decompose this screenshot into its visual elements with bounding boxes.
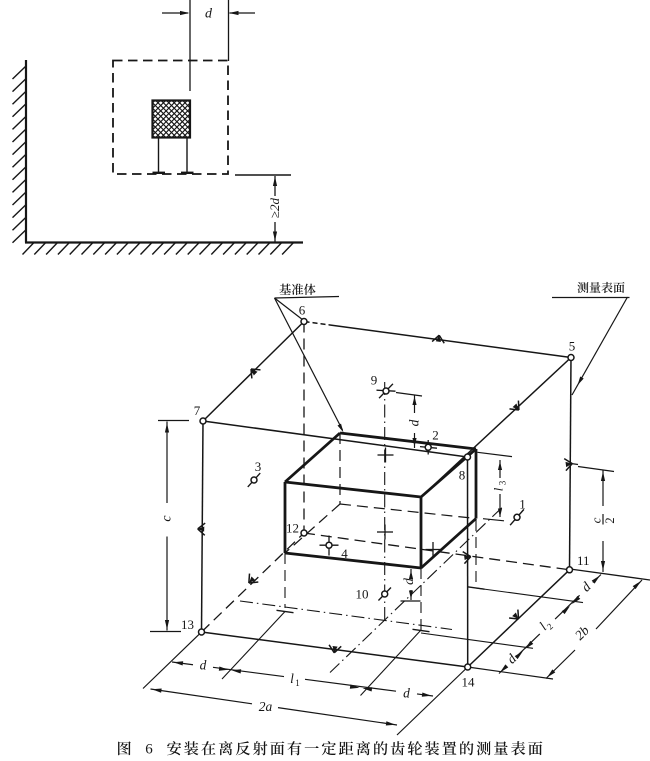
svg-text:d: d (200, 658, 207, 673)
svg-text:10: 10 (356, 587, 369, 602)
svg-text:13: 13 (181, 617, 194, 632)
svg-text:2: 2 (432, 428, 439, 443)
svg-text:≥2d: ≥2d (267, 197, 282, 218)
svg-text:6: 6 (299, 303, 306, 318)
svg-text:2a: 2a (259, 699, 273, 714)
svg-text:l: l (290, 671, 294, 686)
svg-text:11: 11 (577, 553, 590, 568)
svg-text:l: l (491, 487, 506, 491)
svg-text:d: d (407, 419, 422, 426)
svg-text:2: 2 (545, 621, 555, 631)
svg-text:1: 1 (519, 497, 526, 512)
svg-text:8: 8 (459, 468, 466, 483)
svg-text:12: 12 (286, 521, 299, 536)
svg-text:3: 3 (255, 459, 262, 474)
svg-text:4: 4 (341, 546, 348, 561)
svg-text:c: c (588, 517, 603, 523)
svg-text:14: 14 (462, 675, 476, 690)
svg-text:3: 3 (498, 480, 508, 485)
svg-text:1: 1 (295, 678, 300, 688)
svg-text:d: d (205, 7, 213, 22)
svg-text:6: 6 (145, 742, 153, 758)
svg-text:9: 9 (371, 373, 378, 388)
svg-text:2: 2 (603, 517, 617, 523)
svg-text:d: d (403, 686, 410, 701)
svg-text:c: c (160, 515, 175, 522)
svg-text:7: 7 (194, 403, 201, 418)
svg-text:5: 5 (569, 339, 576, 354)
svg-text:d: d (401, 578, 416, 585)
